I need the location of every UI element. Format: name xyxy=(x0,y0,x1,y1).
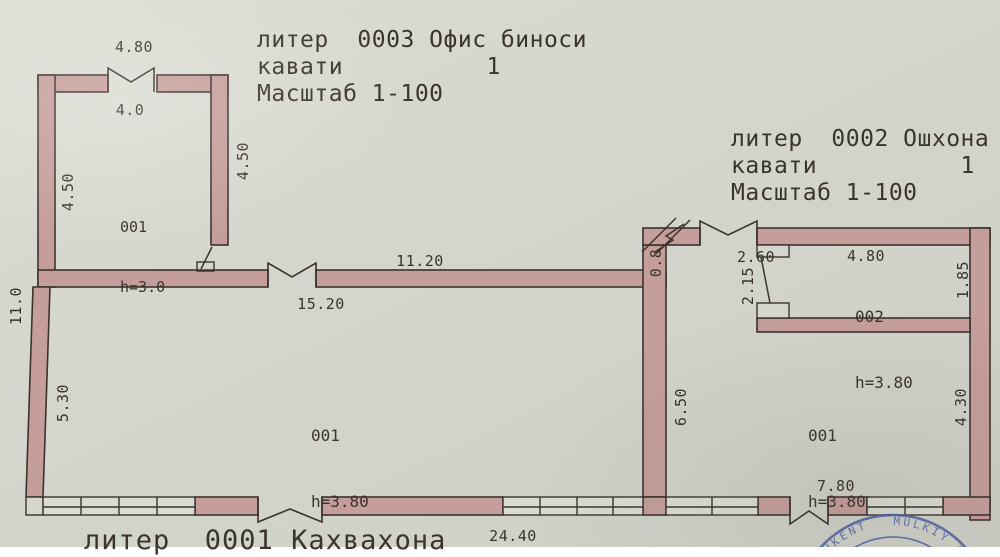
dim-main-top-inner: 15.20 xyxy=(297,295,345,313)
room-label-office-001: 001 h=3.0 xyxy=(120,177,165,337)
dim-kitchen-door: 2.60 xyxy=(736,248,776,266)
dim-room002-width: 4.80 xyxy=(846,247,886,265)
title-0002-line1: литер 0002 Ошхона xyxy=(731,126,990,152)
dim-main-top: 11.20 xyxy=(396,252,444,270)
doorway-break-symbols xyxy=(107,66,829,526)
dim-top-room-right: 4.50 xyxy=(234,141,252,181)
wall-openings xyxy=(25,244,790,516)
room-label-kitchen-001: 001 h=3.80 xyxy=(808,381,866,557)
dim-main-left-outer: 11.0 xyxy=(7,286,25,326)
dim-kitchen-right: 4.30 xyxy=(952,387,970,427)
title-0003-line2: кавати 1 xyxy=(257,54,501,80)
title-0003-line1: литер 0003 Офис биноси xyxy=(257,27,587,53)
room-kitchen-002-height: h=3.80 xyxy=(855,373,913,392)
title-block-liter-0002: литер 0002 Ошхона кавати 1 Масштаб 1-100 xyxy=(731,126,989,207)
door-leaf-lines xyxy=(197,246,771,304)
room-kitchen-001-height: h=3.80 xyxy=(808,492,866,511)
dim-top-room-inner-width: 4.0 xyxy=(115,101,145,119)
title-block-liter-0001: литер 0001 Кахвахона xyxy=(84,525,447,556)
title-0003-line3: Масштаб 1-100 xyxy=(257,81,444,107)
room-main-001-number: 001 xyxy=(311,426,340,445)
title-block-liter-0003: литер 0003 Офис биноси кавати 1 Масштаб … xyxy=(257,27,587,108)
room-kitchen-002-number: 002 xyxy=(855,307,884,326)
room-main-001-height: h=3.80 xyxy=(311,492,369,511)
window-symbols xyxy=(42,496,944,516)
room-kitchen-001-number: 001 xyxy=(808,426,837,445)
dim-kitchen-bottom: 7.80 xyxy=(816,477,856,495)
dim-top-room-width: 4.80 xyxy=(114,38,154,56)
dim-kitchen-opening: 2.15 xyxy=(739,266,757,306)
title-0002-line2: кавати 1 xyxy=(731,153,975,179)
dim-stub: 0.8 xyxy=(647,248,665,278)
room-label-main-001: 001 h=3.80 xyxy=(311,381,369,557)
dim-main-left-inner: 5.30 xyxy=(54,383,72,423)
walls xyxy=(25,74,991,521)
room-label-kitchen-002: 002 h=3.80 xyxy=(855,262,913,438)
dim-top-room-left: 4.50 xyxy=(59,172,77,212)
dim-room002-depth: 1.85 xyxy=(954,260,972,300)
break-line-icon xyxy=(641,217,691,255)
dim-main-bottom: 24.40 xyxy=(489,527,537,545)
title-0002-line3: Масштаб 1-100 xyxy=(731,180,918,206)
room-office-001-height: h=3.0 xyxy=(120,278,166,296)
room-office-001-number: 001 xyxy=(120,218,148,236)
dim-divider-height: 6.50 xyxy=(672,387,690,427)
